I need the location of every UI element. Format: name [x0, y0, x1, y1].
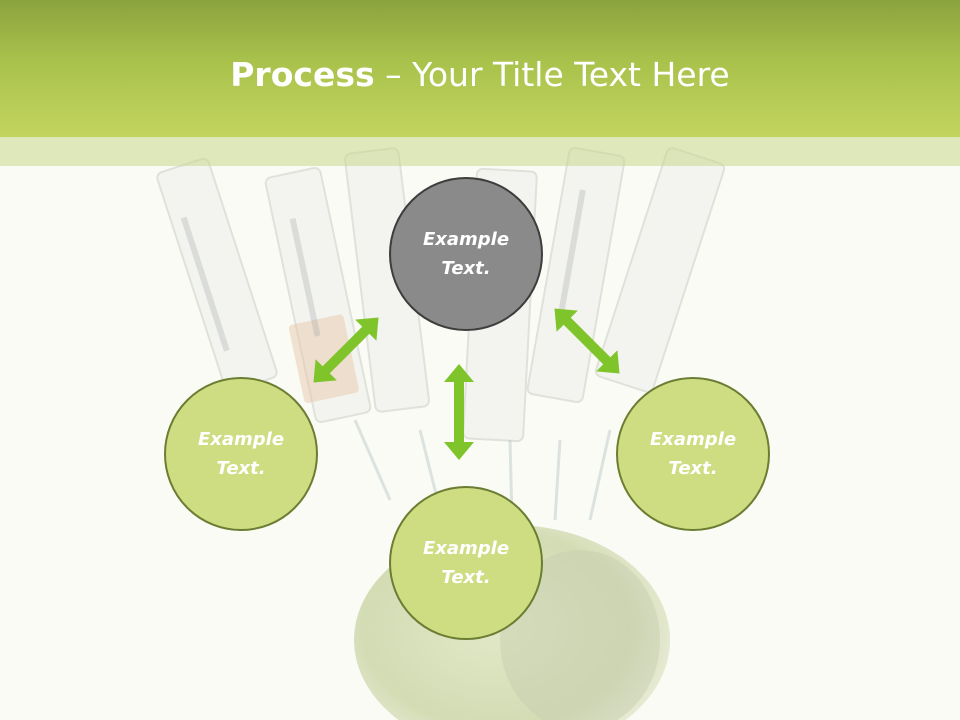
process-node-bottom[interactable]: Example Text.: [389, 486, 543, 640]
title-bar: [0, 0, 960, 137]
node-left-line1: Example: [197, 429, 285, 450]
node-left-line2: Text.: [216, 458, 266, 479]
node-bottom-line1: Example: [422, 538, 510, 559]
node-bottom-text: Example Text.: [411, 534, 521, 592]
node-right-line1: Example: [649, 429, 737, 450]
node-top-line2: Text.: [441, 258, 491, 279]
node-bottom-line2: Text.: [441, 567, 491, 588]
process-node-left[interactable]: Example Text.: [164, 377, 318, 531]
slide-title[interactable]: Process – Your Title Text Here: [0, 50, 960, 100]
node-left-text: Example Text.: [186, 425, 296, 483]
double-arrow-vertical-icon: [444, 364, 474, 460]
slide-title-rest: – Your Title Text Here: [374, 55, 730, 94]
node-top-line1: Example: [422, 229, 510, 250]
node-top-text: Example Text.: [411, 225, 521, 283]
double-arrow-right-icon: [554, 308, 620, 374]
node-right-line2: Text.: [668, 458, 718, 479]
process-node-top[interactable]: Example Text.: [389, 177, 543, 331]
slide-title-bold: Process: [230, 55, 375, 94]
title-bar-band: [0, 137, 960, 166]
node-right-text: Example Text.: [638, 425, 748, 483]
process-node-right[interactable]: Example Text.: [616, 377, 770, 531]
double-arrow-left-icon: [313, 317, 379, 383]
